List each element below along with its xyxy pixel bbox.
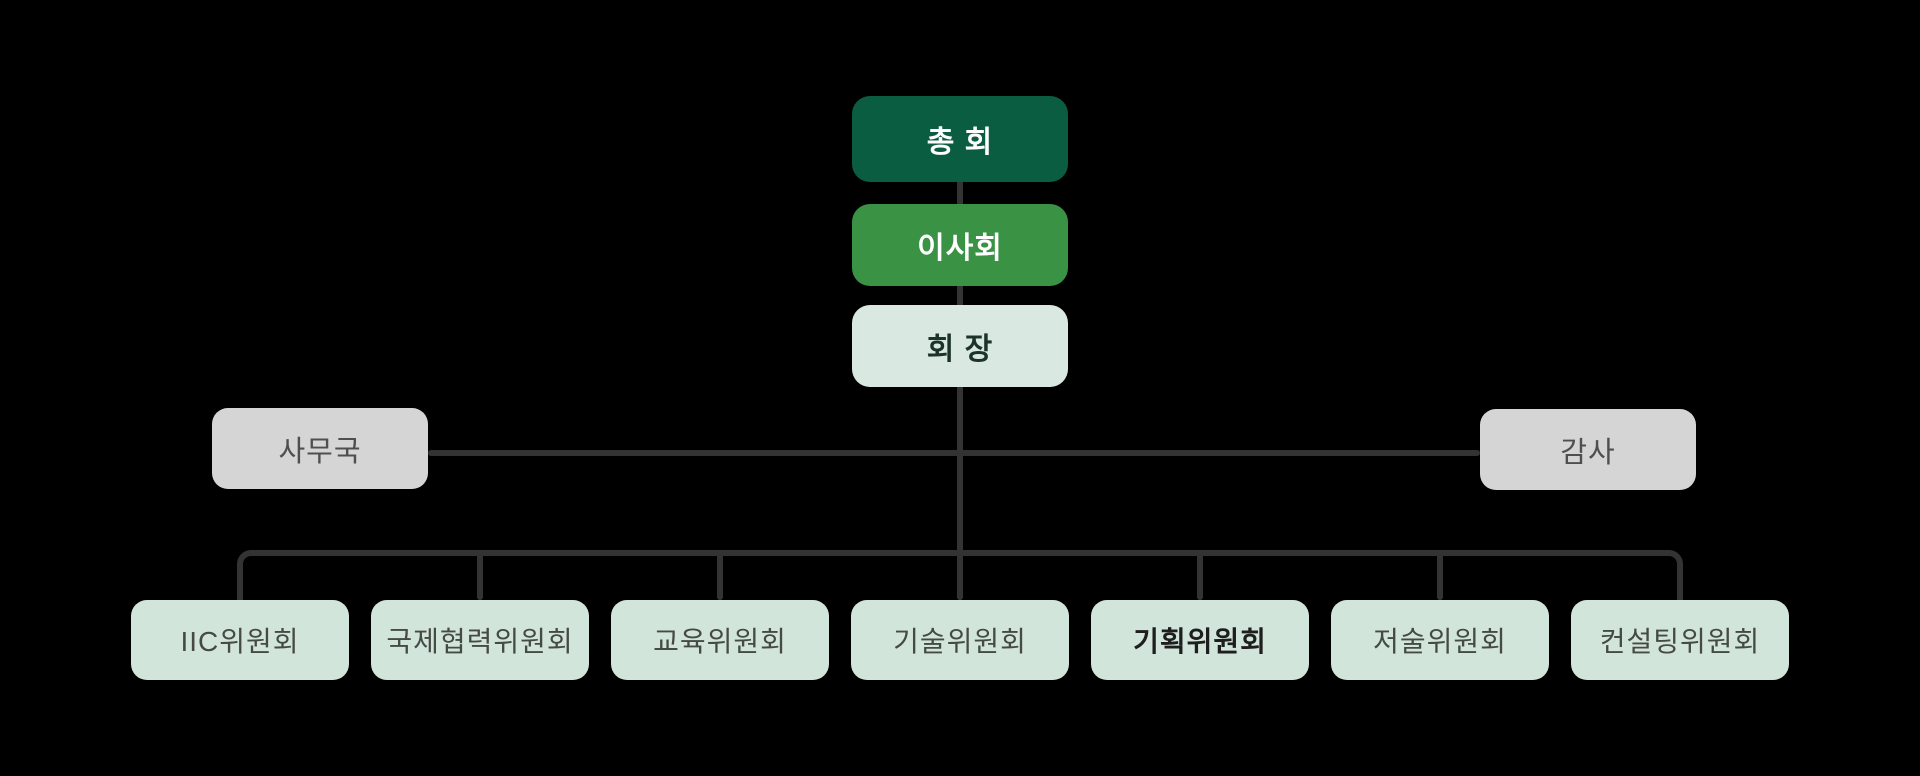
connector-board-president: [957, 284, 963, 307]
connector-drop-committee-2: [477, 553, 483, 600]
node-auditor-label: 감사: [1560, 436, 1616, 469]
node-committee-technology: 기술위원회: [851, 600, 1069, 680]
node-committee-international-cooperation: 국제협력위원회: [371, 600, 589, 680]
node-committee-planning: 기획위원회: [1091, 600, 1309, 680]
connector-president-spine: [957, 385, 963, 600]
node-committee-iic: IIC위원회: [131, 600, 349, 680]
node-general-assembly-label: 총 회: [926, 126, 994, 159]
node-president: 회 장: [852, 305, 1068, 387]
connector-drop-committee-3: [717, 553, 723, 600]
connector-drop-committee-5: [1197, 553, 1203, 600]
committee-label: 컨설팅위원회: [1599, 626, 1761, 657]
node-board-of-directors: 이사회: [852, 204, 1068, 286]
connector-secretariat-auditor: [428, 450, 1480, 456]
node-general-assembly: 총 회: [852, 96, 1068, 182]
committee-label: 기술위원회: [893, 626, 1027, 657]
node-secretariat-label: 사무국: [278, 435, 362, 468]
committee-label: 교육위원회: [653, 626, 787, 657]
node-president-label: 회 장: [926, 333, 994, 366]
committee-label: IIC위원회: [180, 626, 300, 657]
node-auditor: 감사: [1480, 409, 1696, 490]
node-committee-consulting: 컨설팅위원회: [1571, 600, 1789, 680]
connector-drop-committee-4: [957, 553, 963, 600]
committee-label: 국제협력위원회: [386, 626, 574, 657]
node-secretariat: 사무국: [212, 408, 428, 489]
committee-label: 기획위원회: [1133, 626, 1267, 657]
node-committee-education: 교육위원회: [611, 600, 829, 680]
committee-label: 저술위원회: [1373, 626, 1507, 657]
node-committee-publication: 저술위원회: [1331, 600, 1549, 680]
connector-assembly-board: [957, 180, 963, 206]
connector-drop-committee-6: [1437, 553, 1443, 600]
node-board-of-directors-label: 이사회: [917, 232, 1003, 265]
